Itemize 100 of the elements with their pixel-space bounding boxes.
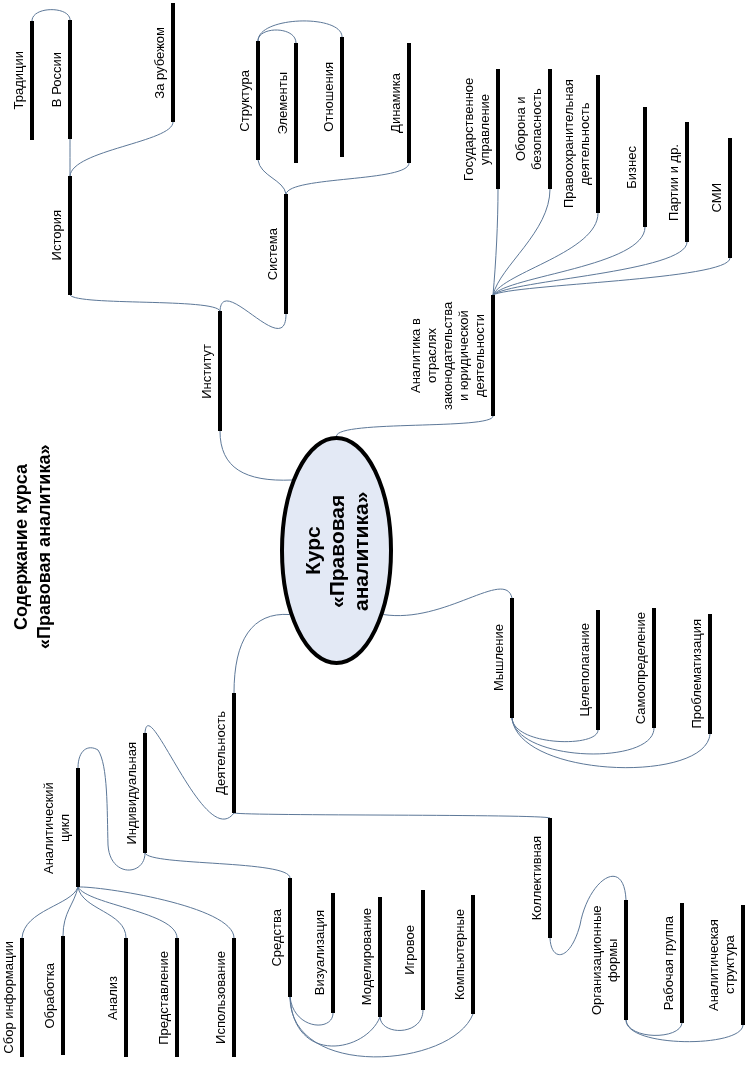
- connector-line: [69, 294, 221, 312]
- topic-node: [156, 938, 179, 1057]
- connector-line: [69, 121, 174, 177]
- connector-line: [492, 188, 551, 296]
- topic-label: Самоопределение: [633, 611, 649, 725]
- connector-line: [69, 138, 71, 177]
- topic-node: [124, 733, 147, 853]
- topic-node: [689, 614, 712, 734]
- connector-line: [233, 614, 291, 694]
- connector-line: [492, 188, 499, 296]
- connector-line: [511, 717, 711, 768]
- topic-label: Сбор информации: [1, 941, 17, 1054]
- topic-node: [359, 897, 382, 1017]
- topic-label: Организационные формы: [589, 904, 621, 1017]
- central-topic-text: Курс «Правовая аналитика»: [300, 489, 373, 613]
- topic-label: Представление: [156, 950, 172, 1045]
- connector-line: [285, 162, 410, 195]
- topic-node: [42, 936, 65, 1055]
- topic-node: [452, 895, 475, 1014]
- topic-label: Обработка: [42, 962, 58, 1029]
- connector-line: [492, 212, 599, 296]
- topic-node: [706, 905, 745, 1025]
- connector-line: [492, 257, 731, 296]
- topic-node: [589, 900, 628, 1020]
- connector-line: [382, 588, 513, 617]
- topic-node: [577, 610, 600, 730]
- connector-line: [257, 159, 287, 195]
- connector-line: [77, 747, 146, 871]
- connector-line: [77, 886, 235, 939]
- topic-node: [49, 176, 72, 295]
- topic-label: Аналитика в отраслях законодательства и юридической деятельности: [408, 300, 488, 412]
- connector-line: [144, 852, 291, 879]
- topic-label: Использование: [213, 951, 229, 1044]
- diagram-title: Содержание курса «Правовая аналитика»: [10, 443, 55, 652]
- connector-line: [492, 226, 646, 296]
- topic-node: [513, 69, 552, 189]
- connector-line: [549, 876, 627, 956]
- connector-line: [31, 9, 71, 22]
- topic-label: СМИ: [709, 183, 725, 213]
- topic-node: [275, 43, 298, 163]
- topic-label: Традиции: [11, 51, 27, 110]
- topic-node: [213, 938, 236, 1057]
- topic-node: [105, 938, 128, 1057]
- connector-line: [62, 886, 79, 937]
- topic-label: Институт: [199, 343, 215, 399]
- topic-node: [49, 20, 72, 139]
- topic-label: Динамика: [388, 73, 404, 133]
- connector-line: [77, 886, 178, 939]
- topic-label: Правоохранительная деятельность: [561, 78, 593, 211]
- topic-node: [624, 107, 647, 227]
- topic-label: История: [49, 210, 65, 261]
- connector-line: [625, 1019, 744, 1043]
- topic-label: За рубежом: [152, 26, 168, 99]
- connector-line: [289, 996, 474, 1058]
- topic-label: В России: [49, 51, 65, 108]
- topic-label: Коллективная: [529, 835, 545, 921]
- topic-node: [312, 893, 335, 1013]
- topic-label: Мышление: [491, 624, 507, 692]
- connector-line: [77, 886, 127, 939]
- topic-label: Целеполагание: [577, 623, 593, 717]
- topic-node: [269, 878, 292, 997]
- topic-label: Аналитический цикл: [41, 780, 73, 876]
- topic-label: Игровое: [402, 925, 418, 975]
- topic-node: [199, 311, 222, 431]
- topic-node: [11, 21, 34, 140]
- topic-label: Средства: [269, 908, 285, 967]
- topic-label: Деятельность: [213, 711, 229, 795]
- topic-label: Проблематизация: [689, 619, 705, 729]
- topic-node: [491, 598, 514, 718]
- topic-node: [213, 693, 236, 813]
- topic-node: [321, 37, 344, 157]
- topic-node: [388, 43, 411, 163]
- topic-label: Индивидуальная: [124, 741, 140, 845]
- connector-line: [379, 1009, 424, 1031]
- connector-line: [257, 29, 297, 44]
- topic-node: [661, 903, 684, 1023]
- topic-label: Государственное управление: [461, 76, 493, 183]
- topic-node: [265, 194, 288, 314]
- topic-label: Элементы: [275, 71, 291, 135]
- topic-node: [666, 122, 689, 242]
- topic-label: Отношения: [321, 62, 337, 132]
- topic-label: Оборона и безопасность: [513, 87, 545, 172]
- topic-node: [633, 608, 656, 728]
- topic-node: [1, 938, 24, 1057]
- connector-line: [219, 300, 287, 329]
- connector-line: [233, 812, 551, 819]
- connector-line: [492, 241, 688, 296]
- topic-label: Аналитическая структура: [706, 918, 738, 1013]
- topic-node: [237, 41, 260, 160]
- topic-node: [41, 768, 80, 887]
- connector-line: [144, 725, 235, 820]
- topic-label: Система: [265, 227, 281, 281]
- topic-label: Партии и др.: [666, 143, 682, 221]
- topic-label: Моделирование: [359, 908, 375, 1006]
- topic-label: Бизнес: [624, 145, 640, 189]
- topic-label: Структура: [237, 69, 253, 132]
- connector-line: [257, 20, 343, 42]
- topic-label: Анализ: [105, 975, 121, 1020]
- connector-line: [336, 415, 494, 437]
- topic-node: [461, 69, 500, 189]
